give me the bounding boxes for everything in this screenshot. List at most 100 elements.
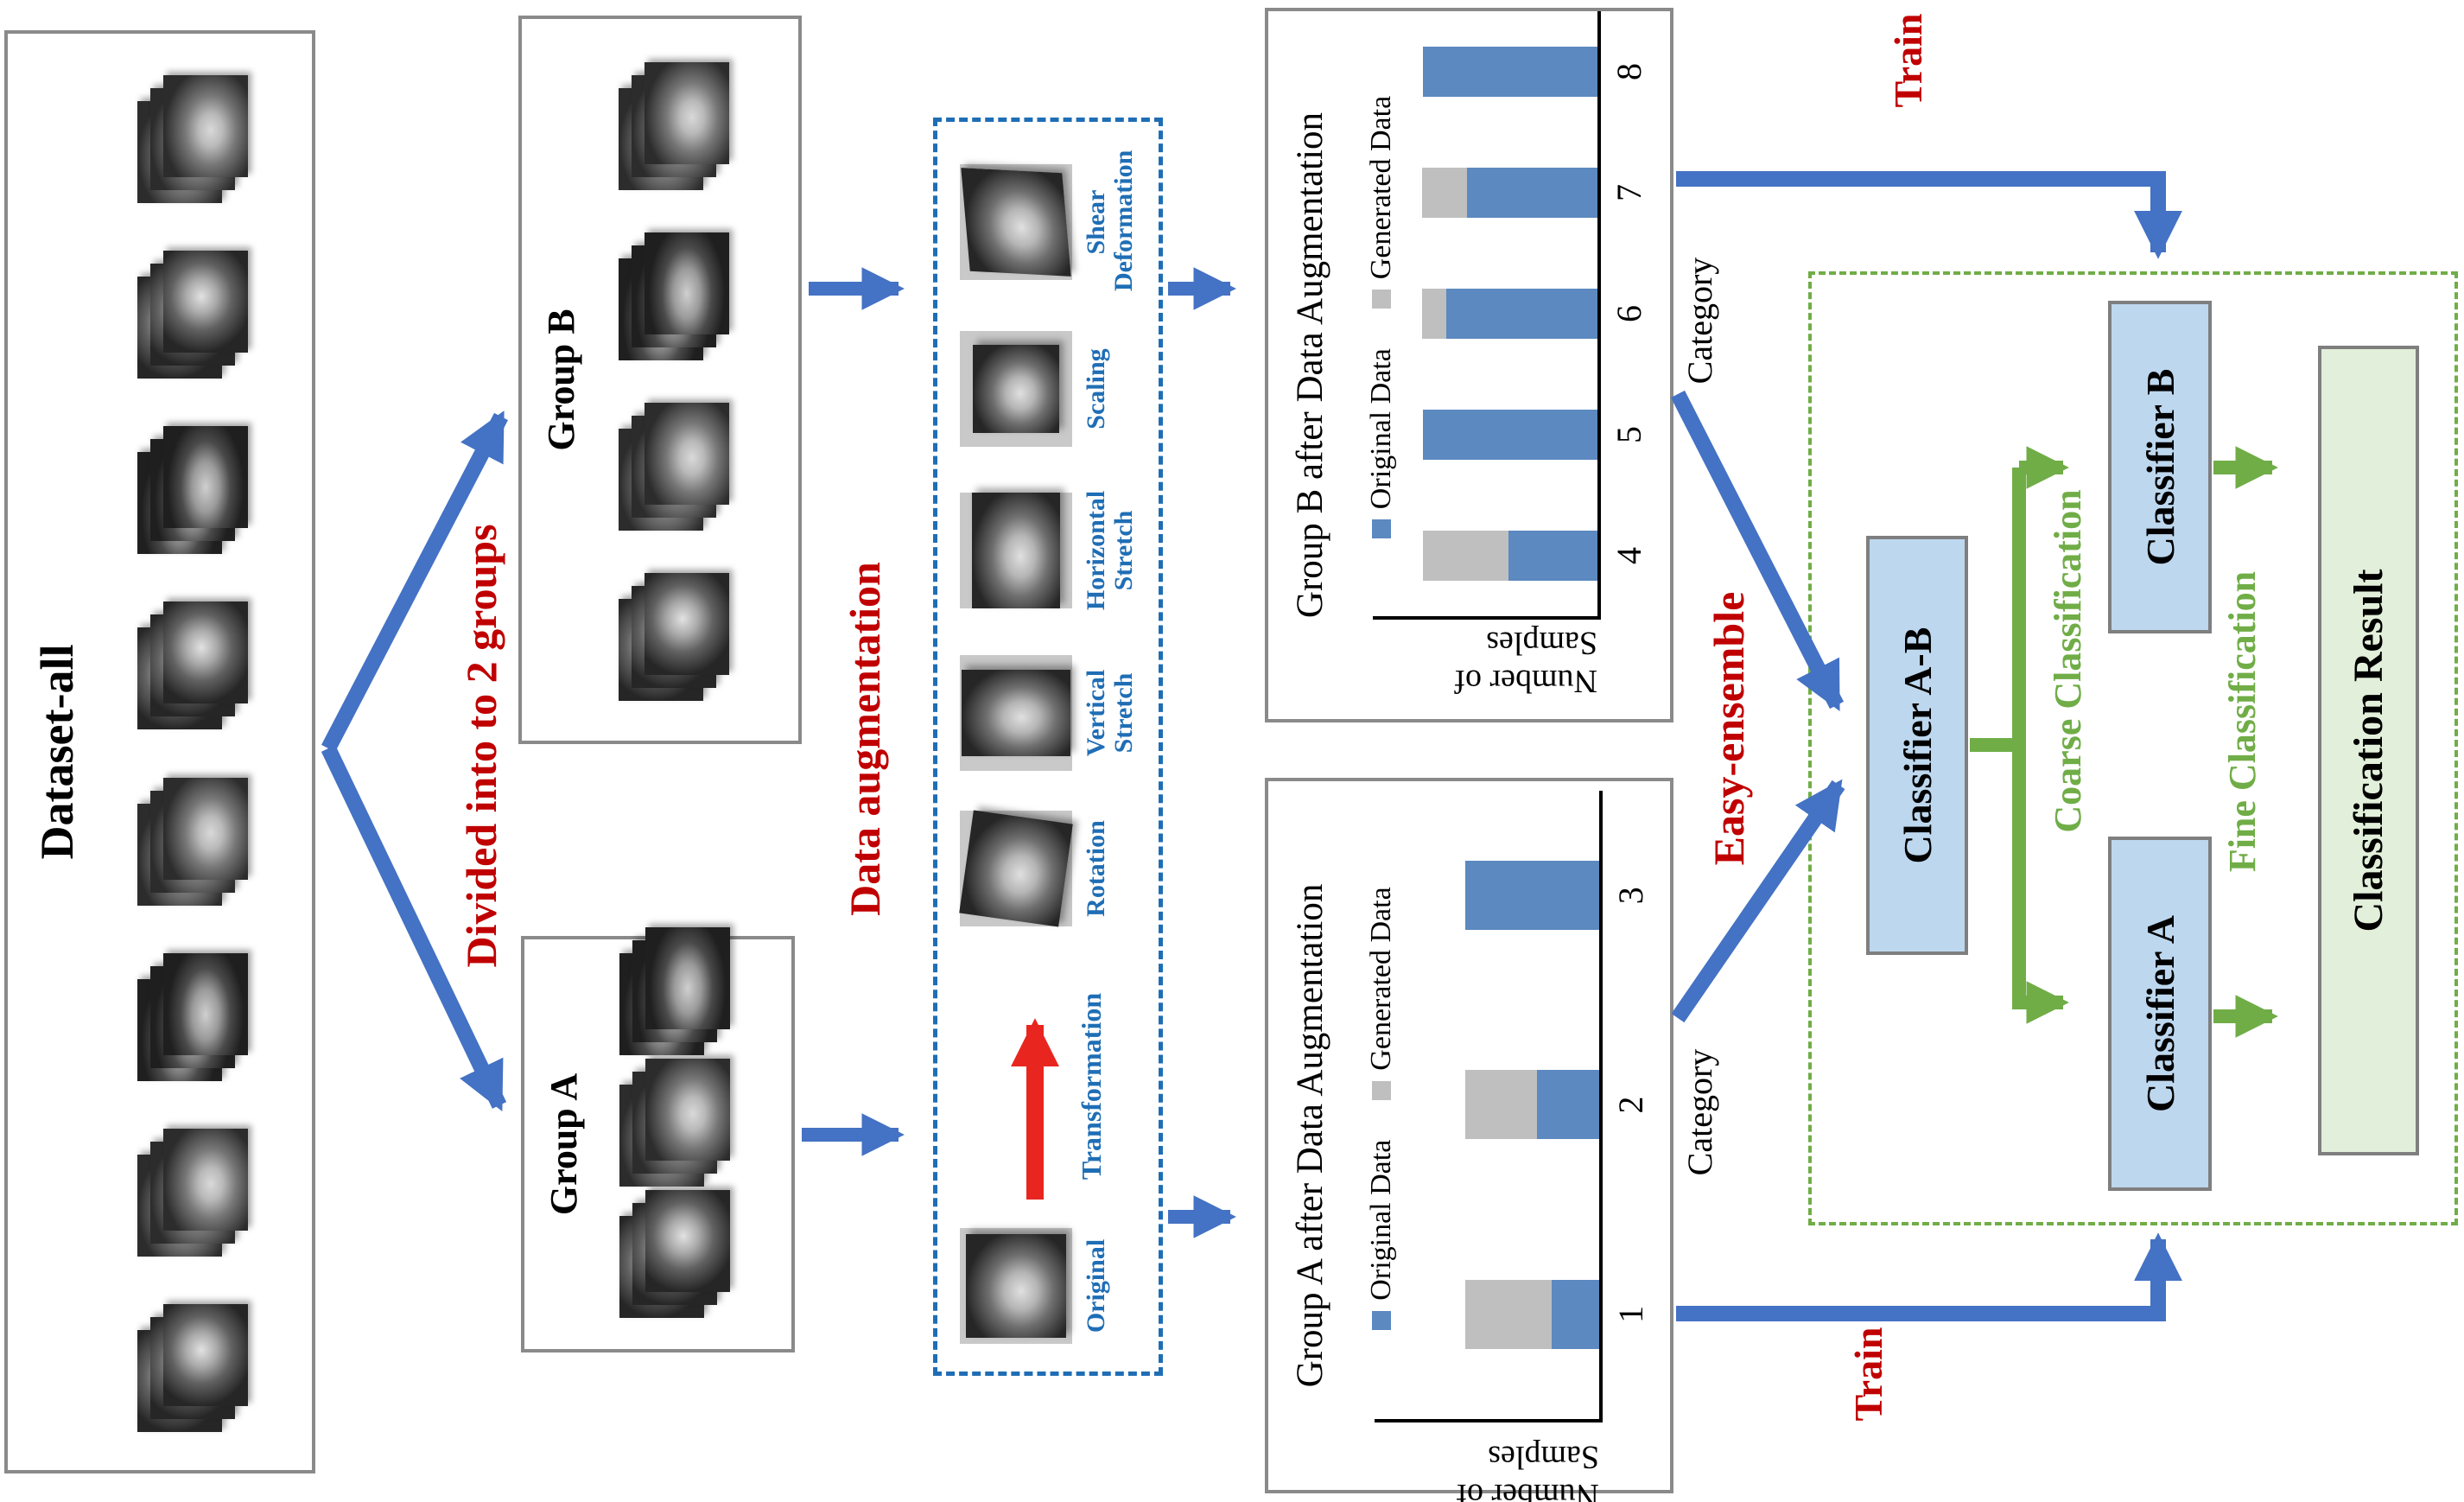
group-a-plot: 1 2 3 [1375, 791, 1650, 1422]
image-stack [619, 570, 733, 701]
ultrasound-image [163, 1128, 248, 1231]
bar-original-data [1423, 410, 1597, 460]
group-a-stack-row [619, 927, 733, 1318]
group-b-chart-title: Group B after Data Augmentation [1290, 111, 1330, 619]
category-tick-label: 7 [1610, 184, 1648, 201]
image-stack [619, 1187, 733, 1318]
image-stack [137, 1301, 251, 1432]
bar-original-data [1465, 861, 1599, 931]
dataset-all-box: Dataset-all [4, 30, 315, 1473]
group-b-stack-row [619, 59, 733, 701]
aug-label-rotation: Rotation [1082, 820, 1110, 917]
ultrasound-image [163, 426, 248, 529]
train-arrow-to-classifier-b [1676, 171, 2182, 259]
image-stack [619, 59, 733, 190]
group-b-chart-box: Group B after Data Augmentation Original… [1265, 8, 1673, 722]
bar-original-data [1423, 47, 1597, 97]
category-tick-label: 6 [1610, 305, 1648, 322]
group-a-chart-box: Group A after Data Augmentation Original… [1265, 778, 1673, 1502]
ultrasound-image [163, 952, 248, 1055]
bar-original-data [1467, 168, 1597, 218]
image-stack [619, 229, 733, 360]
bar-original-data [1552, 1279, 1599, 1349]
aug-item-rotation: Rotation [959, 799, 1110, 938]
group-a-ylabel: Number of Samples [1456, 1439, 1599, 1502]
category-tick-label: 2 [1611, 1096, 1650, 1114]
classification-result-label: Classification Result [2346, 569, 2391, 932]
image-stack [137, 774, 251, 906]
image-stack [619, 399, 733, 531]
category-tick-label: 1 [1611, 1305, 1650, 1323]
bar-original-data [1446, 289, 1597, 339]
aug-item-scaling: Scaling [960, 320, 1110, 458]
classifier-b-box: Classifier B [2108, 301, 2212, 633]
ultrasound-image [645, 232, 729, 334]
classifier-ab-label: Classifier A-B [1895, 627, 1940, 864]
bar-generated-data [1422, 168, 1467, 218]
train-label-classifier-a: Train [1846, 1327, 1890, 1422]
bar-generated-data [1423, 531, 1508, 581]
shear-deformation-image [960, 164, 1072, 280]
original-image [960, 1228, 1072, 1344]
bar-original-data [1508, 531, 1597, 581]
bar-generated-data [1465, 1070, 1537, 1140]
rotation-image [959, 810, 1073, 927]
data-augmentation-box: Original Transformation Rotation Vertica… [933, 118, 1163, 1376]
train-label-classifier-b: Train [1886, 13, 1930, 108]
aug-item-shear-deformation: Shear Deformation [960, 150, 1139, 291]
coarse-classification-label: Coarse Classification [2047, 489, 2089, 833]
ultrasound-image [645, 1059, 730, 1161]
aug-label-vertical-stretch: Vertical Stretch [1082, 669, 1139, 757]
image-stack [137, 247, 251, 379]
image-stack [137, 1125, 251, 1257]
bar-original-data [1537, 1070, 1599, 1140]
transformation-label: Transformation [1076, 992, 1107, 1181]
aug-label-shear-deformation: Shear Deformation [1082, 150, 1139, 291]
group-a-xlabel: Category [1680, 1048, 1719, 1176]
dataset-stack-row [137, 72, 251, 1432]
ultrasound-image [645, 573, 729, 675]
category-tick-label: 3 [1611, 887, 1650, 905]
group-b-xlabel: Category [1680, 257, 1719, 385]
dataset-all-label: Dataset-all [31, 644, 83, 860]
group-b-box: Group B [518, 16, 802, 744]
scaling-image [960, 331, 1072, 447]
divided-into-groups-label: Divided into to 2 groups [457, 524, 505, 968]
horizontal-stretch-image [960, 493, 1072, 608]
ultrasound-image [645, 927, 730, 1029]
aug-label-scaling: Scaling [1082, 348, 1110, 430]
classification-result-box: Classification Result [2318, 346, 2419, 1155]
easy-ensemble-label: Easy-ensemble [1705, 591, 1753, 866]
ultrasound-image [163, 251, 248, 353]
data-augmentation-label: Data augmentation [841, 562, 889, 916]
classifier-ab-box: Classifier A-B [1866, 536, 1968, 955]
category-tick-label: 4 [1610, 547, 1648, 564]
ultrasound-image [163, 75, 248, 178]
aug-item-horizontal-stretch: Horizontal Stretch [960, 481, 1139, 620]
aug-label-horizontal-stretch: Horizontal Stretch [1082, 490, 1139, 611]
image-stack [137, 423, 251, 555]
vertical-stretch-image [960, 655, 1072, 771]
image-stack [137, 72, 251, 204]
ultrasound-image [163, 601, 248, 704]
group-b-ylabel: Number of Samples [1454, 625, 1597, 699]
image-stack [619, 1055, 733, 1187]
classifier-b-label: Classifier B [2137, 368, 2182, 566]
group-b-label: Group B [540, 309, 582, 451]
ultrasound-image [645, 1190, 730, 1292]
fine-classification-label: Fine Classification [2221, 570, 2264, 873]
aug-item-vertical-stretch: Vertical Stretch [960, 644, 1139, 782]
aug-label-original: Original [1082, 1238, 1110, 1333]
group-a-label: Group A [543, 1072, 585, 1216]
image-stack [619, 924, 733, 1055]
ultrasound-image [645, 62, 729, 164]
category-tick-label: 8 [1610, 63, 1648, 80]
image-stack [137, 950, 251, 1081]
classifier-a-box: Classifier A [2108, 837, 2212, 1191]
aug-item-original: Original [960, 1217, 1110, 1355]
ultrasound-image [163, 777, 248, 880]
train-arrow-to-classifier-a [1676, 1232, 2182, 1321]
